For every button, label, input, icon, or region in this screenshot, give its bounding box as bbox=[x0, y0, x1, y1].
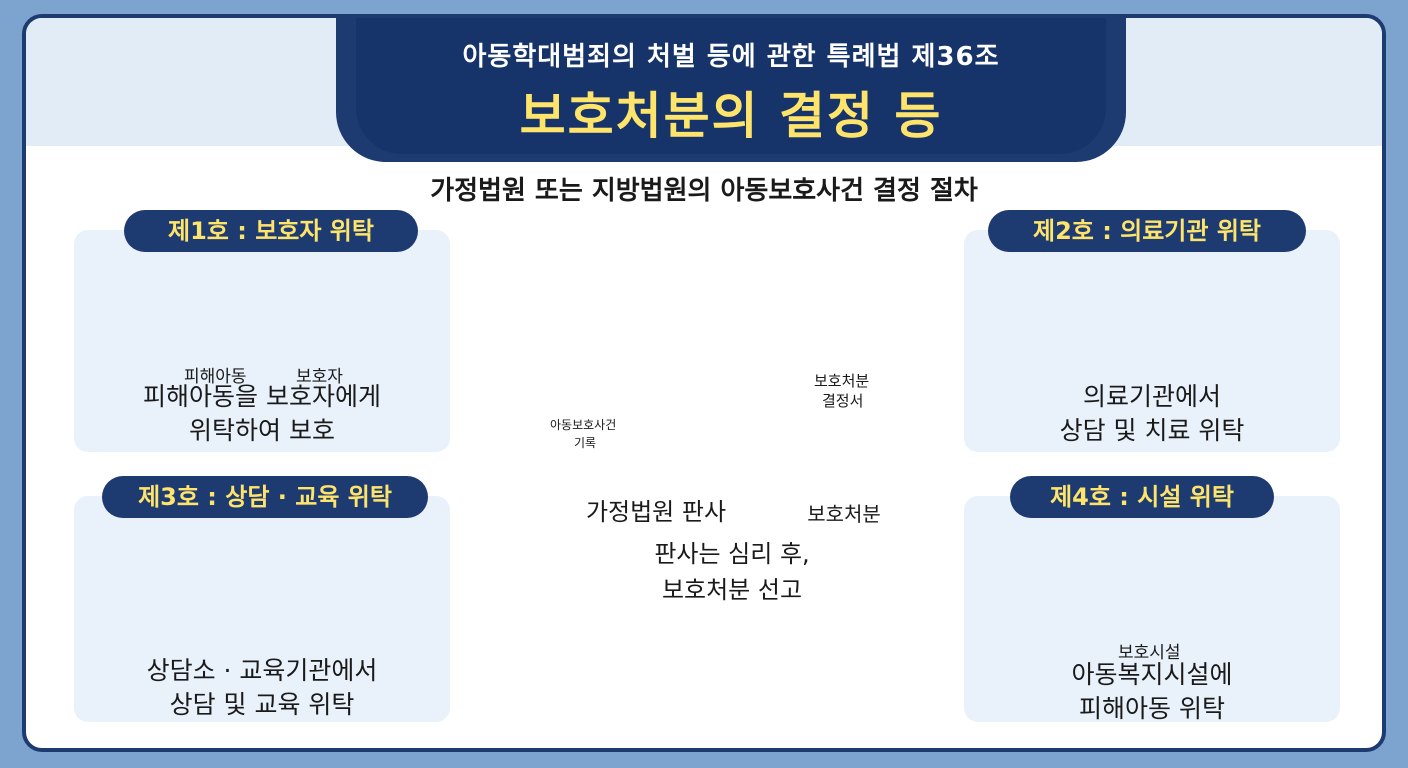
card-counseling-line1: 상담소 · 교육기관에서 bbox=[146, 656, 378, 685]
card-guardian bbox=[74, 230, 450, 452]
header-tab-inner bbox=[356, 18, 1106, 154]
folder-label-line1: 아동보호사건 bbox=[550, 418, 617, 432]
card-facility-line2: 피해아동 위탁 bbox=[1079, 694, 1225, 723]
card-guardian-line1: 피해아동을 보호자에게 bbox=[143, 382, 381, 411]
folder-label-line2: 기록 bbox=[574, 436, 597, 450]
card-counseling bbox=[74, 496, 450, 722]
document-title-line2: 결정서 bbox=[822, 392, 864, 410]
process-title: 가정법원 또는 지방법원의 아동보호사건 결정 절차 bbox=[430, 176, 978, 206]
pill-guardian: 제1호 : 보호자 위탁 bbox=[124, 210, 418, 252]
judge-description-line2: 보호처분 선고 bbox=[661, 576, 803, 604]
document-title-line1: 보호처분 bbox=[814, 372, 870, 390]
card-counseling-line2: 상담 및 교육 위탁 bbox=[169, 690, 355, 719]
infographic-frame: 아동학대범죄의 처벌 등에 관한 특례법 제36조 보호처분의 결정 등 가정법… bbox=[22, 14, 1386, 752]
card-guardian-line2: 위탁하여 보호 bbox=[189, 416, 335, 445]
page-title: 보호처분의 결정 등 bbox=[519, 87, 943, 145]
judge-description-line1: 판사는 심리 후, bbox=[654, 540, 810, 568]
pill-counseling: 제3호 : 상담 · 교육 위탁 bbox=[102, 476, 428, 518]
judge-label: 가정법원 판사 bbox=[585, 498, 727, 526]
card-medical-line1: 의료기관에서 bbox=[1082, 382, 1221, 411]
pill-medical: 제2호 : 의료기관 위탁 bbox=[988, 210, 1306, 252]
label-facility: 보호시설 bbox=[1118, 643, 1181, 663]
card-facility-line1: 아동복지시설에 bbox=[1071, 660, 1233, 689]
law-article-title: 아동학대범죄의 처벌 등에 관한 특례법 제36조 bbox=[462, 42, 1000, 72]
card-medical bbox=[964, 230, 1340, 452]
label-guardian: 보호자 bbox=[296, 367, 343, 387]
pill-facility: 제4호 : 시설 위탁 bbox=[1010, 476, 1274, 518]
label-child: 피해아동 bbox=[184, 367, 247, 387]
card-medical-line2: 상담 및 치료 위탁 bbox=[1059, 416, 1245, 445]
document-label: 보호처분 bbox=[807, 502, 881, 526]
